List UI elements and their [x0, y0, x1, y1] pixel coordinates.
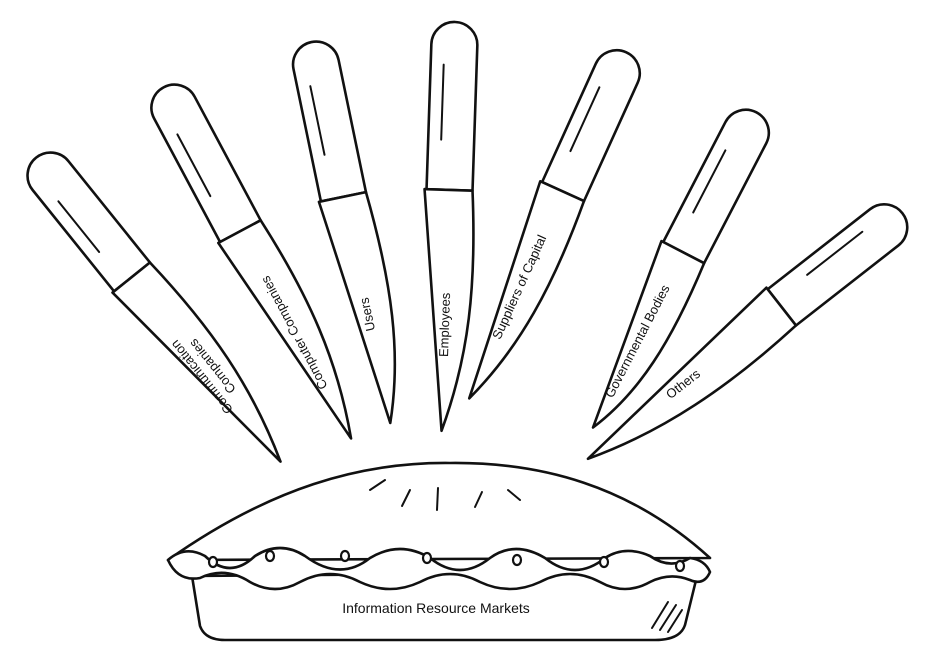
knife-employees: Employees [417, 21, 481, 431]
knife-handle [427, 21, 479, 190]
knife-others: Others [573, 193, 919, 479]
knife-handle [18, 143, 150, 291]
knife-communication-companies: Communication Companies [17, 141, 301, 477]
knife-handle [542, 43, 647, 201]
pie: Information Resource Markets [168, 463, 710, 640]
knife-handle [143, 77, 260, 242]
pie-crust-top [168, 463, 710, 560]
knife-handle [289, 37, 366, 201]
knife-label: Employees [436, 292, 453, 357]
knife-handle [768, 195, 917, 325]
knife-handle [663, 102, 777, 263]
pie-label: Information Resource Markets [342, 600, 530, 616]
